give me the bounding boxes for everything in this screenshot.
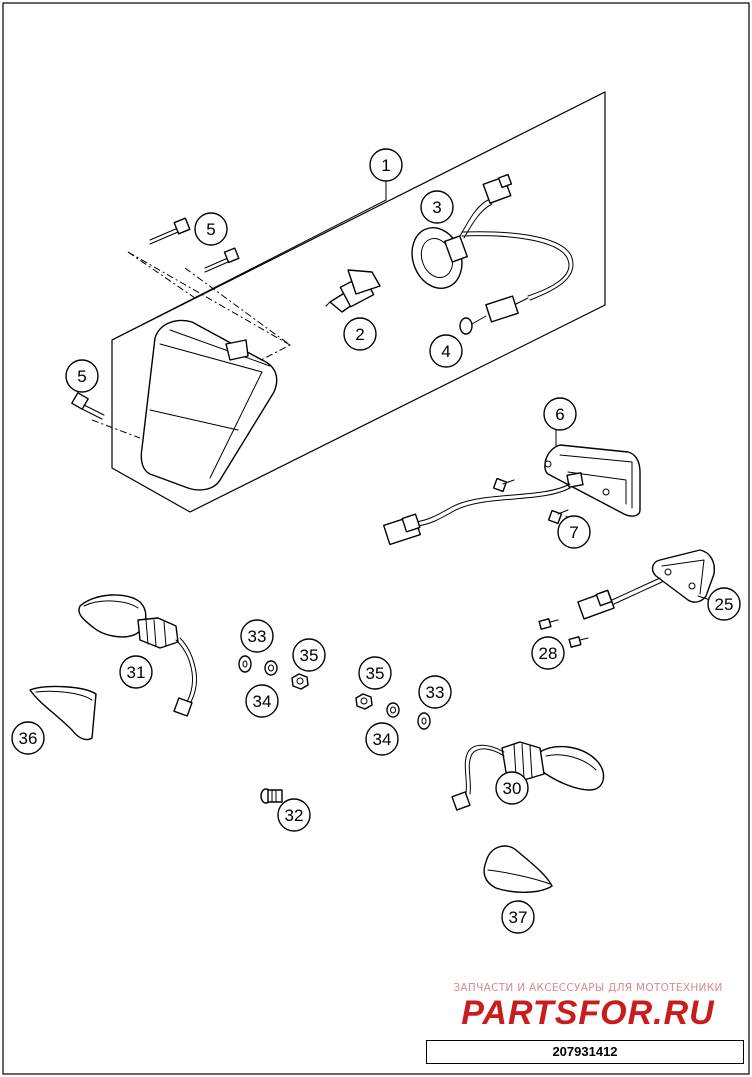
callout-35-left: 35 xyxy=(292,638,326,672)
bulb-socket-harness xyxy=(411,173,574,301)
callout-34-right-label: 34 xyxy=(373,730,392,749)
callout-36-label: 36 xyxy=(19,729,38,748)
dash-line xyxy=(127,251,291,346)
callout-33-right-label: 33 xyxy=(426,683,445,702)
callout-35-left-label: 35 xyxy=(300,646,319,665)
callout-31: 31 xyxy=(119,655,153,689)
dash-line xyxy=(127,251,196,299)
callout-4: 4 xyxy=(429,334,463,368)
callout-6: 6 xyxy=(543,397,577,431)
callout-31-label: 31 xyxy=(127,663,146,682)
callout-35-right-label: 35 xyxy=(366,664,385,683)
callout-28-label: 28 xyxy=(539,644,558,663)
callout-35-right: 35 xyxy=(358,656,392,690)
nut-35-left xyxy=(291,673,309,690)
callout-33-left-label: 33 xyxy=(248,627,267,646)
nut-35-right xyxy=(355,693,373,710)
callout-25-label: 25 xyxy=(715,595,734,614)
callout-7: 7 xyxy=(557,515,591,549)
callout-32: 32 xyxy=(277,798,311,832)
callout-25: 25 xyxy=(707,587,741,621)
callout-6-label: 6 xyxy=(555,405,564,424)
headlight-bulb xyxy=(325,269,381,313)
turn-signal-bulb xyxy=(260,788,283,804)
callout-37: 37 xyxy=(501,900,535,934)
turn-signal-cover-right xyxy=(483,845,553,893)
license-plate-light xyxy=(577,549,716,620)
dash-line xyxy=(91,419,141,439)
callout-30: 30 xyxy=(495,771,529,805)
callout-5-lower: 5 xyxy=(65,359,99,393)
washer-33-left xyxy=(238,655,252,673)
diagram-code: 207931412 xyxy=(426,1040,744,1064)
callout-34-left-label: 34 xyxy=(253,692,272,711)
callout-37-label: 37 xyxy=(509,908,528,927)
callout-1: 1 xyxy=(369,148,403,182)
callout-33-right: 33 xyxy=(418,675,452,709)
callout-36: 36 xyxy=(11,721,45,755)
screws-28 xyxy=(538,618,589,648)
screw-5-lower xyxy=(71,392,105,420)
headlight-mask xyxy=(140,319,278,491)
watermark-caption: ЗАПЧАСТИ И АКСЕССУАРЫ ДЛЯ МОТОТЕХНИКИ xyxy=(453,982,723,994)
callout-32-label: 32 xyxy=(285,806,304,825)
callout-2: 2 xyxy=(343,317,377,351)
turn-signal-front-right xyxy=(451,741,605,811)
washer-33-right xyxy=(417,712,431,730)
callout-34-right: 34 xyxy=(365,722,399,756)
callout-2-label: 2 xyxy=(355,325,364,344)
callout-30-label: 30 xyxy=(503,779,522,798)
callout-28: 28 xyxy=(531,636,565,670)
callout-3: 3 xyxy=(420,190,454,224)
leader-line xyxy=(111,199,387,341)
callout-34-left: 34 xyxy=(245,684,279,718)
callout-4-label: 4 xyxy=(441,342,450,361)
callout-5-upper: 5 xyxy=(194,212,228,246)
callout-5-lower-label: 5 xyxy=(77,367,86,386)
watermark-logo: PARTSFOR.RU xyxy=(461,994,715,1032)
callout-1-label: 1 xyxy=(381,156,390,175)
lock-washer-34-right xyxy=(386,702,400,718)
parking-bulb xyxy=(459,295,529,335)
tail-light xyxy=(382,444,641,546)
callout-33-left: 33 xyxy=(240,619,274,653)
screw-5-middle xyxy=(204,247,240,273)
screw-5-upper xyxy=(149,217,191,245)
callout-3-label: 3 xyxy=(432,198,441,217)
turn-signal-front-left xyxy=(78,594,197,717)
callout-7-label: 7 xyxy=(569,523,578,542)
callout-5-upper-label: 5 xyxy=(206,220,215,239)
turn-signal-cover-left xyxy=(29,685,97,741)
lock-washer-34-left xyxy=(264,660,278,676)
watermark: ЗАПЧАСТИ И АКСЕССУАРЫ ДЛЯ МОТОТЕХНИКИ PA… xyxy=(432,982,744,1032)
